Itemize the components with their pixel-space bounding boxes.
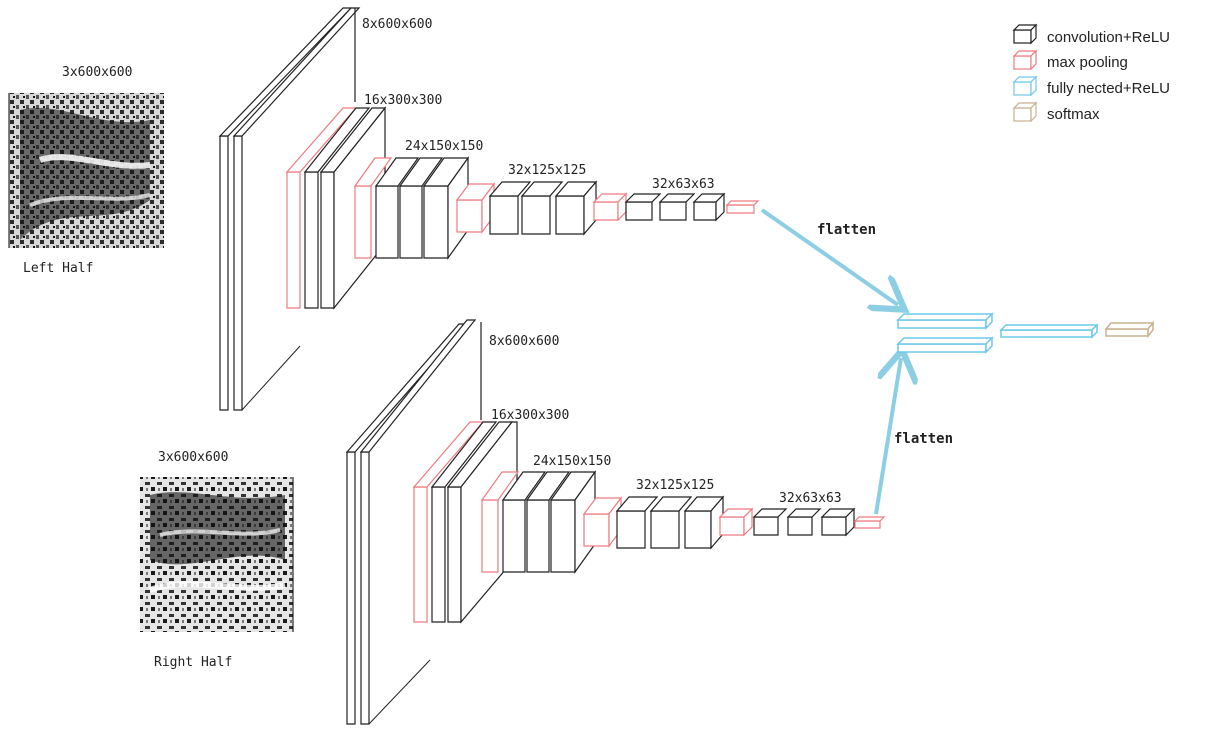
bottom-pool-32x63 bbox=[718, 507, 754, 537]
bottom-input-size: 3x600x600 bbox=[158, 450, 228, 465]
bottom-pool-16x300 bbox=[412, 421, 485, 623]
top-label-8x600x600: 8x600x600 bbox=[362, 17, 432, 32]
top-flatten-arrow bbox=[760, 208, 898, 305]
legend-item-softmax: softmax bbox=[1012, 101, 1100, 123]
bottom-input-label: Right Half bbox=[154, 655, 232, 670]
bottom-label-32x63x63: 32x63x63 bbox=[779, 491, 842, 506]
bottom-flatten-arrow bbox=[874, 358, 901, 515]
bottom-pool-final bbox=[853, 516, 886, 529]
bottom-label-32x125x125: 32x125x125 bbox=[636, 478, 714, 493]
softmax-box-icon bbox=[1012, 101, 1038, 123]
bottom-branch: 3x600x600 Right Half 8x600x600 bbox=[140, 319, 953, 725]
top-input-image bbox=[8, 93, 164, 248]
bottom-conv-32x63 bbox=[752, 507, 856, 537]
softmax-layer bbox=[1104, 320, 1155, 339]
bottom-pool-24x150 bbox=[480, 471, 520, 573]
bottom-label-8x600x600: 8x600x600 bbox=[489, 334, 559, 349]
legend-item-conv: convolution+ReLU bbox=[1012, 23, 1170, 46]
fc-layers bbox=[896, 312, 1099, 354]
bottom-label-16x300x300: 16x300x300 bbox=[491, 408, 569, 423]
top-flatten-label: flatten bbox=[817, 222, 876, 238]
top-conv-24x150 bbox=[374, 156, 470, 260]
bottom-flatten-label: flatten bbox=[894, 431, 953, 447]
legend-item-fc: fully nected+ReLU bbox=[1012, 75, 1170, 97]
legend-label-conv: convolution+ReLU bbox=[1047, 29, 1170, 46]
legend-label-pool: max pooling bbox=[1047, 54, 1128, 71]
bottom-input-image bbox=[140, 477, 294, 632]
bottom-conv-32x125 bbox=[615, 495, 725, 550]
legend-item-pool: max pooling bbox=[1012, 49, 1128, 71]
bottom-label-24x150x150: 24x150x150 bbox=[533, 454, 611, 469]
bottom-conv-8x600 bbox=[345, 319, 482, 725]
legend-label-fc: fully nected+ReLU bbox=[1047, 80, 1170, 97]
legend-label-softmax: softmax bbox=[1047, 106, 1100, 123]
top-pool-32x63 bbox=[592, 192, 628, 222]
legend: convolution+ReLU max pooling fully necte… bbox=[1012, 23, 1170, 123]
top-pool-final bbox=[725, 200, 760, 214]
top-conv-8x600 bbox=[218, 7, 361, 411]
top-input-size: 3x600x600 bbox=[62, 65, 132, 80]
top-label-16x300x300: 16x300x300 bbox=[364, 93, 442, 108]
top-conv-32x125 bbox=[488, 180, 598, 236]
top-branch: 3x600x600 Left Half 8x600x600 bbox=[8, 7, 898, 411]
top-input-label: Left Half bbox=[23, 261, 93, 276]
fc-box-icon bbox=[1012, 75, 1038, 97]
top-conv-32x63 bbox=[624, 192, 726, 222]
top-label-24x150x150: 24x150x150 bbox=[405, 139, 483, 154]
top-label-32x63x63: 32x63x63 bbox=[652, 177, 715, 192]
top-label-32x125x125: 32x125x125 bbox=[508, 163, 586, 178]
pool-box-icon bbox=[1012, 49, 1038, 71]
top-pool-24x150 bbox=[353, 157, 393, 259]
bottom-conv-24x150 bbox=[501, 470, 597, 574]
conv-box-icon bbox=[1012, 23, 1038, 45]
top-pool-16x300 bbox=[285, 107, 358, 309]
